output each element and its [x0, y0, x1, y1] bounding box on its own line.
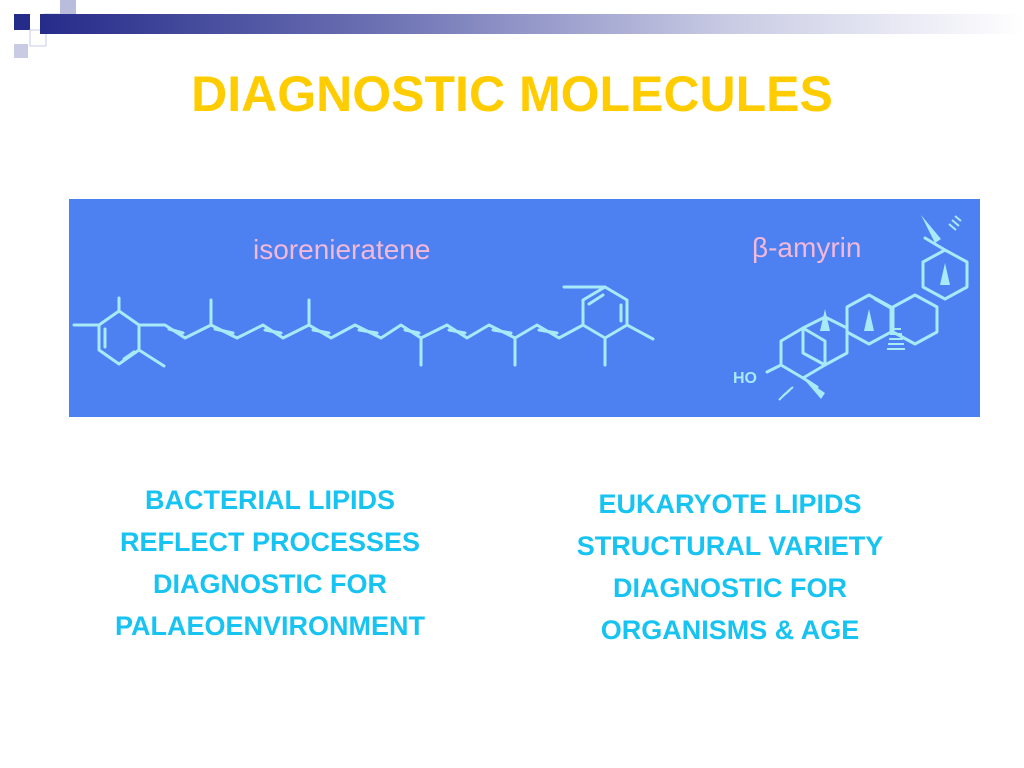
hydroxyl-label: HO [733, 370, 757, 387]
isorenieratene-left-ring [72, 296, 166, 368]
beta-amyrin-hashes [778, 215, 962, 401]
text-line: BACTERIAL LIPIDS [144, 485, 395, 515]
beta-amyrin-rings [765, 236, 969, 389]
isorenieratene-right-ring [562, 285, 655, 367]
text-line: PALAEOENVIRONMENT [114, 611, 425, 641]
eukaryote-lipids-text: EUKARYOTE LIPIDS STRUCTURAL VARIETY DIAG… [520, 483, 940, 651]
text-line: DIAGNOSTIC FOR [613, 573, 847, 603]
beta-amyrin-label: β-amyrin [752, 232, 861, 264]
corner-decoration [0, 0, 80, 60]
text-line: DIAGNOSTIC FOR [153, 569, 387, 599]
isorenieratene-label: isorenieratene [253, 234, 431, 265]
text-line: STRUCTURAL VARIETY [576, 531, 884, 561]
beta-symbol: β [752, 232, 769, 263]
amyrin-name: -amyrin [768, 232, 862, 263]
beta-amyrin-wedges [803, 215, 950, 399]
bacterial-lipids-text: BACTERIAL LIPIDS REFLECT PROCESSES DIAGN… [60, 479, 480, 647]
text-line: ORGANISMS & AGE [600, 615, 860, 645]
molecule-structures [72, 215, 969, 401]
molecule-diagram-panel: isorenieratene β-amyrin HO [69, 199, 980, 417]
isorenieratene-chain [137, 298, 585, 367]
text-line: EUKARYOTE LIPIDS [598, 489, 862, 519]
text-line: REFLECT PROCESSES [119, 527, 421, 557]
slide-title: DIAGNOSTIC MOLECULES [191, 66, 833, 122]
header-gradient-bar [40, 14, 1024, 34]
